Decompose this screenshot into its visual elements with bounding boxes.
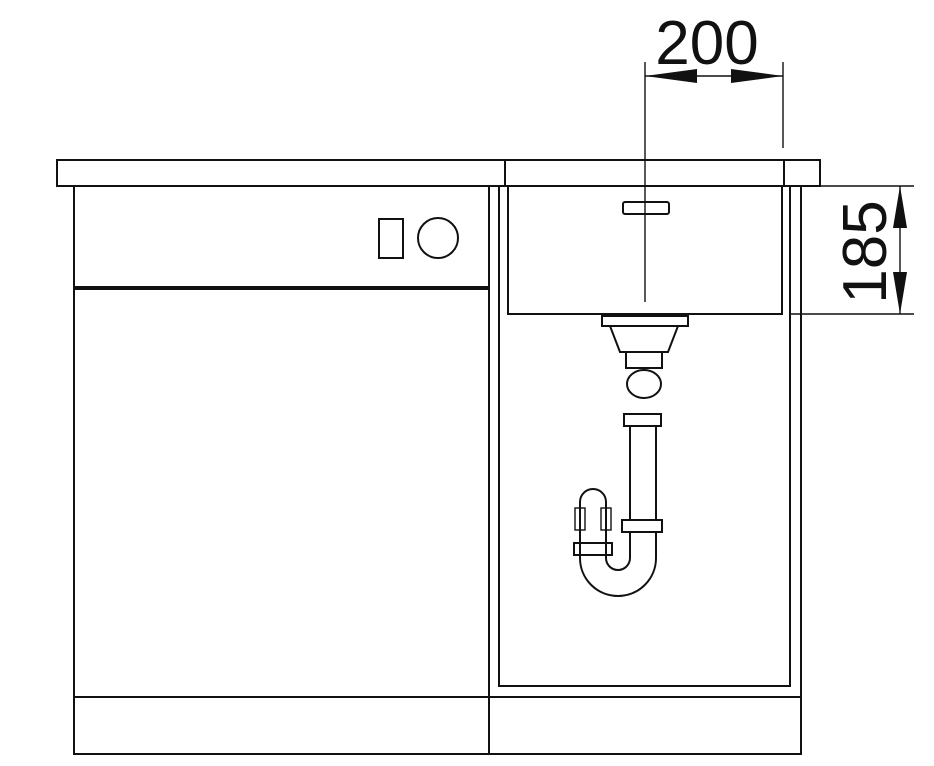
control-button-icon xyxy=(378,218,404,259)
countertop xyxy=(56,159,821,187)
dimension-width-label: 200 xyxy=(655,9,758,78)
drain-siphon xyxy=(573,315,689,597)
dimension-width: 200 xyxy=(645,9,784,148)
dimension-depth-label: 185 xyxy=(831,200,900,303)
overflow-slot-icon xyxy=(622,201,670,215)
control-panel xyxy=(378,217,459,259)
left-cabinet xyxy=(73,185,490,755)
dimension-depth: 185 xyxy=(790,185,914,315)
control-knob-icon xyxy=(417,217,459,259)
